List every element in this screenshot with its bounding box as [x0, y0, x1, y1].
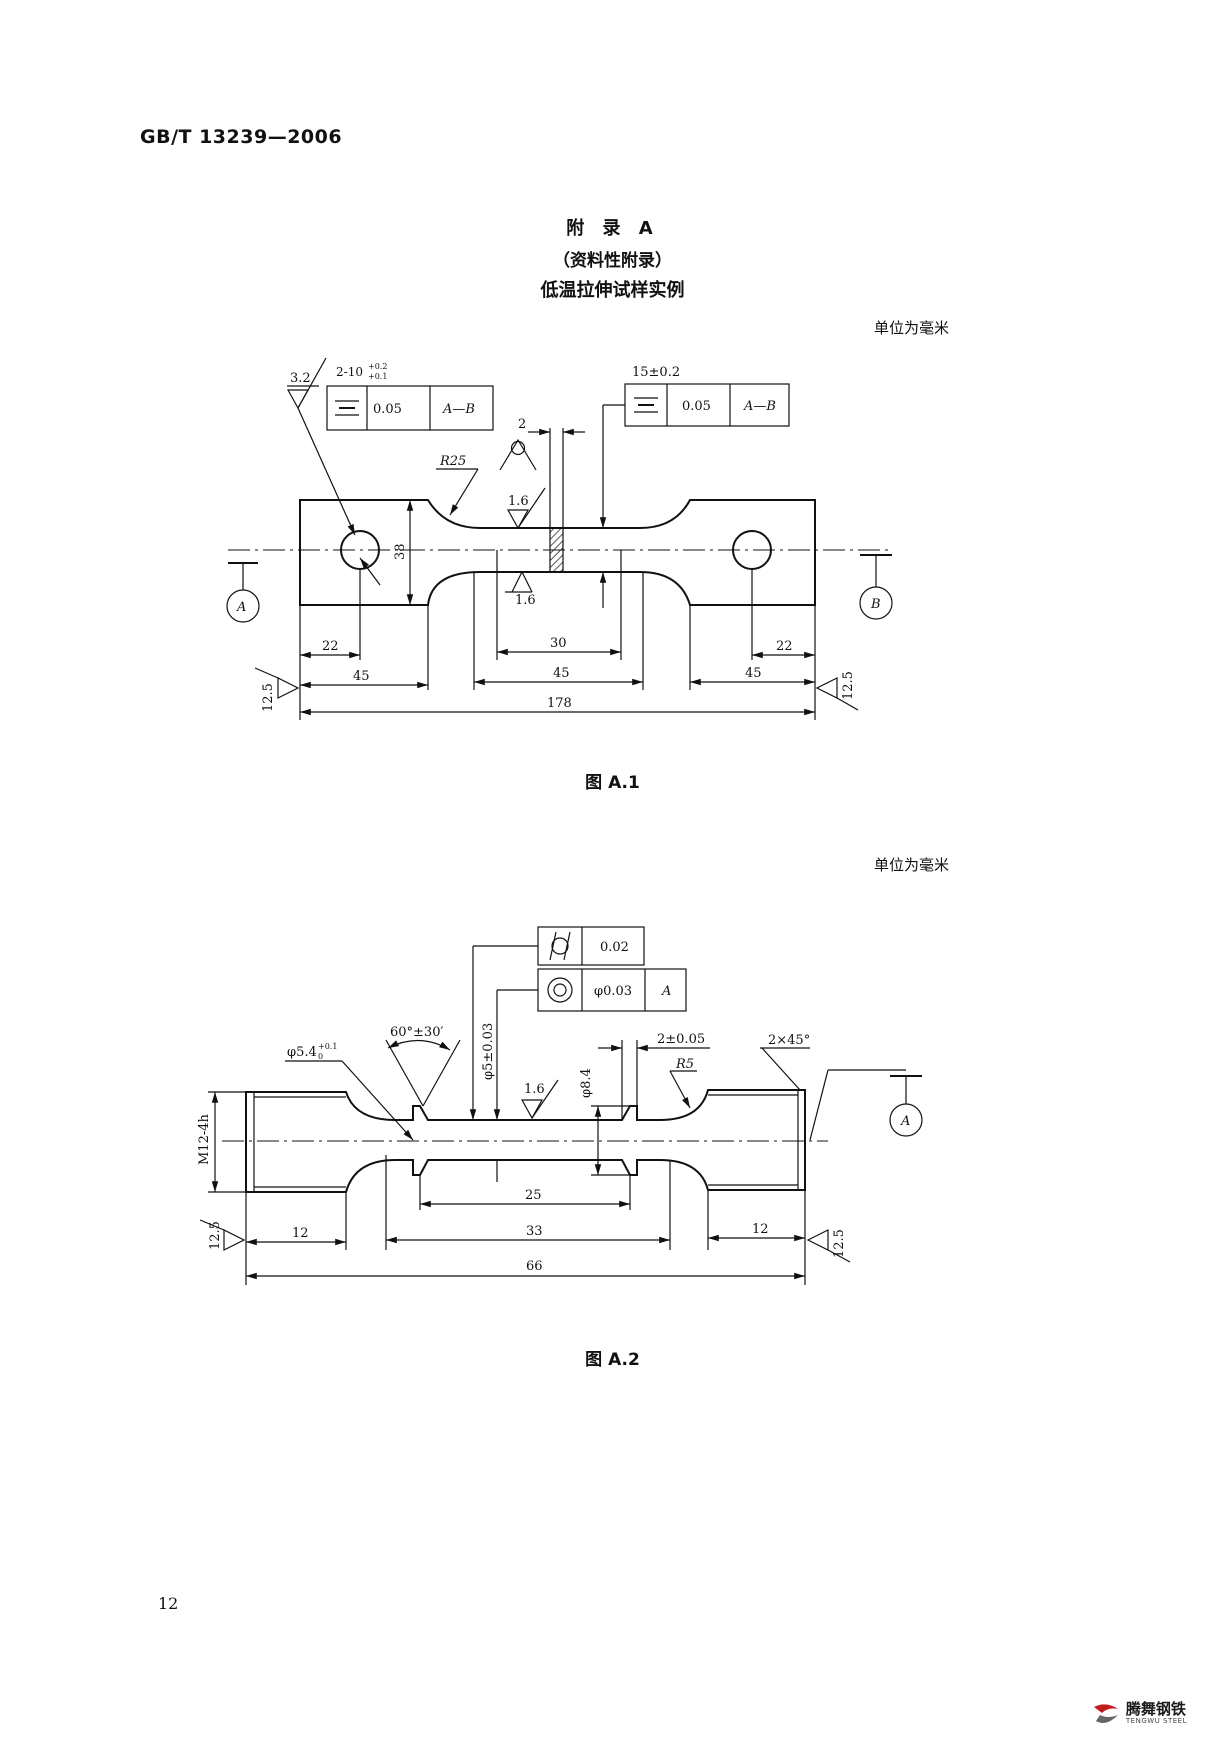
dimension-label: 30: [550, 636, 567, 651]
diameter-label: φ5±0.03: [481, 1023, 496, 1080]
datum-reference: A—B: [442, 402, 475, 417]
dimension-label: 45: [353, 669, 370, 684]
radius-label: R25: [439, 454, 466, 469]
tolerance-upper: +0.2: [368, 362, 387, 371]
symmetry-icon: [634, 397, 658, 413]
dimension-label: 2±0.05: [657, 1032, 705, 1047]
hatched-section: [549, 527, 564, 573]
datum-reference: A: [661, 984, 671, 999]
tolerance-frame-left: [326, 385, 494, 431]
roughness-symbol-1-6-top: [506, 487, 546, 530]
roughness-symbol-12-5-left: [254, 667, 300, 699]
figure-a2-caption: 图 A.2: [585, 1350, 640, 1370]
pin-hole-left: [340, 530, 380, 570]
tolerance-value: 0.02: [600, 940, 629, 955]
appendix-subtitle: （资料性附录）: [553, 251, 672, 271]
tolerance-value: φ0.03: [594, 984, 632, 999]
roughness-symbol-1-6: [520, 1079, 559, 1120]
appendix-title: 附 录 A: [566, 218, 659, 239]
dimension-label: 38: [393, 543, 408, 560]
dimension-label: 178: [547, 696, 572, 711]
unit-note-fig1: 单位为毫米: [874, 319, 950, 337]
unit-note-fig2: 单位为毫米: [874, 856, 950, 874]
dimension-label: 2: [518, 417, 526, 432]
tolerance-value: 0.05: [682, 399, 711, 414]
dimension-label: 45: [745, 666, 762, 681]
roughness-no-removal-icon: [499, 438, 537, 471]
concentricity-icon: [547, 977, 573, 1003]
roughness-value: 3.2: [290, 371, 311, 386]
datum-letter: A: [236, 600, 246, 615]
figure-a1-caption: 图 A.1: [585, 773, 640, 793]
cylindricity-icon: [549, 931, 571, 961]
roughness-value: 1.6: [508, 494, 529, 509]
appendix-heading: 低温拉伸试样实例: [540, 280, 685, 301]
roughness-symbol-12-5-right: [806, 1229, 851, 1263]
dimension-label: 22: [322, 639, 339, 654]
tolerance-upper: +0.1: [318, 1042, 337, 1051]
dimension-label: 15±0.2: [632, 365, 680, 380]
roughness-value: 1.6: [524, 1082, 545, 1097]
roughness-value: 12.5: [261, 683, 276, 712]
datum-letter: A: [900, 1114, 910, 1129]
diameter-label: φ8.4: [579, 1068, 594, 1098]
page-number: 12: [158, 1594, 179, 1613]
dimension-label: 66: [526, 1259, 543, 1274]
logo-subtitle: TENGWU STEEL: [1125, 1717, 1187, 1725]
radius-label: R5: [675, 1057, 694, 1072]
roughness-value: 12.5: [832, 1229, 847, 1258]
pin-hole-right: [732, 530, 772, 570]
roughness-value: 12.5: [841, 671, 856, 700]
dimension-label: 22: [776, 639, 793, 654]
roughness-value: 12.5: [208, 1221, 223, 1250]
roughness-symbol-3-2: [286, 357, 327, 410]
tolerance-frame-right: [624, 383, 790, 427]
logo-name: 腾舞钢铁: [1125, 1700, 1186, 1718]
roughness-symbol-12-5-right: [815, 677, 859, 711]
dimension-label: 12: [752, 1222, 769, 1237]
roughness-symbol-1-6-bottom: [505, 570, 533, 593]
datum-letter: B: [870, 597, 881, 612]
roughness-value: 1.6: [515, 593, 536, 608]
diameter-label: φ5.4: [287, 1045, 317, 1060]
tolerance-lower: 0: [318, 1052, 323, 1061]
dimension-label: 12: [292, 1226, 309, 1241]
hole-count-dim: 2-10: [336, 365, 363, 379]
angle-label: 60°±30′: [390, 1025, 443, 1040]
thread-label: M12-4h: [197, 1113, 212, 1165]
dimension-label: 25: [525, 1188, 542, 1203]
datum-reference: A—B: [743, 399, 776, 414]
tolerance-lower: +0.1: [368, 372, 387, 381]
datum-a-marker: [809, 1069, 923, 1141]
tolerance-value: 0.05: [373, 402, 402, 417]
symmetry-icon: [335, 400, 359, 416]
watermark-logo: 腾舞钢铁 TENGWU STEEL: [1092, 1702, 1187, 1725]
standard-number: GB/T 13239—2006: [140, 126, 343, 148]
chamfer-label: 2×45°: [768, 1033, 810, 1048]
dimension-label: 33: [526, 1224, 543, 1239]
figure-a1-drawing: 3.2 2-10 +0.2 +0.1 0.05 A—B 15±0.2 0.05 …: [226, 357, 893, 720]
roughness-symbol-12-5-left: [199, 1219, 246, 1251]
dimension-label: 45: [553, 666, 570, 681]
datum-b-marker: [859, 554, 893, 620]
logo-icon: [1093, 1703, 1118, 1723]
datum-a-marker: [226, 562, 260, 623]
